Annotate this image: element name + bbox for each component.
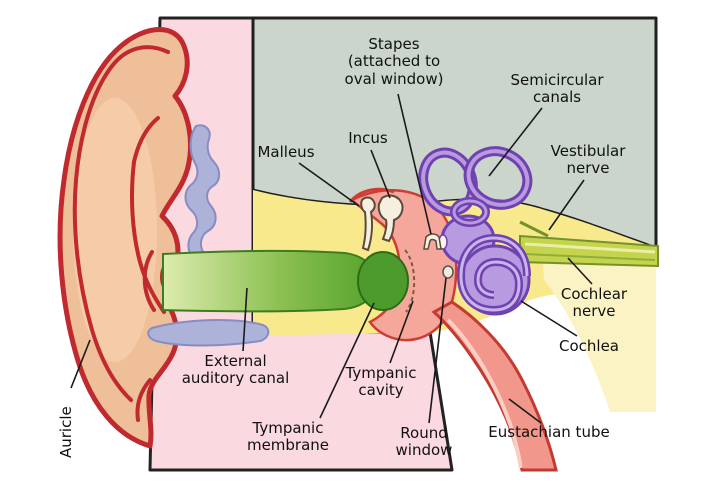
- leader-tympanic-cavity: [389, 300, 414, 364]
- inner-ear: [418, 146, 533, 316]
- malleus-shape: [360, 196, 376, 252]
- eustachian-tube-highlight: [446, 318, 523, 469]
- epitympanic-outline: [348, 187, 395, 204]
- tympanic-membrane-shape: [357, 251, 409, 311]
- incus-shape: [377, 194, 404, 243]
- ossicles: [360, 194, 442, 252]
- leader-semicircular-canals: [488, 107, 543, 177]
- leader-tympanic-membrane: [319, 302, 375, 419]
- round-window-shape: [442, 265, 454, 279]
- stapes-shape: [423, 233, 442, 250]
- leader-incus: [370, 149, 391, 199]
- leader-lines: [70, 93, 593, 424]
- leader-cochlear-nerve: [567, 257, 593, 285]
- leader-cochlea: [520, 300, 578, 337]
- leader-eustachian-tube: [508, 398, 542, 424]
- leader-external-auditory-canal: [242, 287, 248, 352]
- leader-auricle: [70, 339, 91, 389]
- leader-stapes: [397, 93, 432, 235]
- canal-cartilage-lower: [147, 319, 270, 347]
- membrane-dotted-edge: [404, 249, 416, 313]
- external-auditory-canal-shape: [162, 249, 378, 313]
- cochlea-spiral: [456, 233, 531, 315]
- canal-cartilage-upper: [184, 124, 221, 259]
- leader-malleus: [298, 162, 360, 207]
- leader-vestibular-nerve: [548, 179, 585, 231]
- semicircular-canals-shape: [418, 146, 533, 227]
- pale-bone-region: [542, 252, 656, 412]
- leader-round-window: [428, 277, 447, 424]
